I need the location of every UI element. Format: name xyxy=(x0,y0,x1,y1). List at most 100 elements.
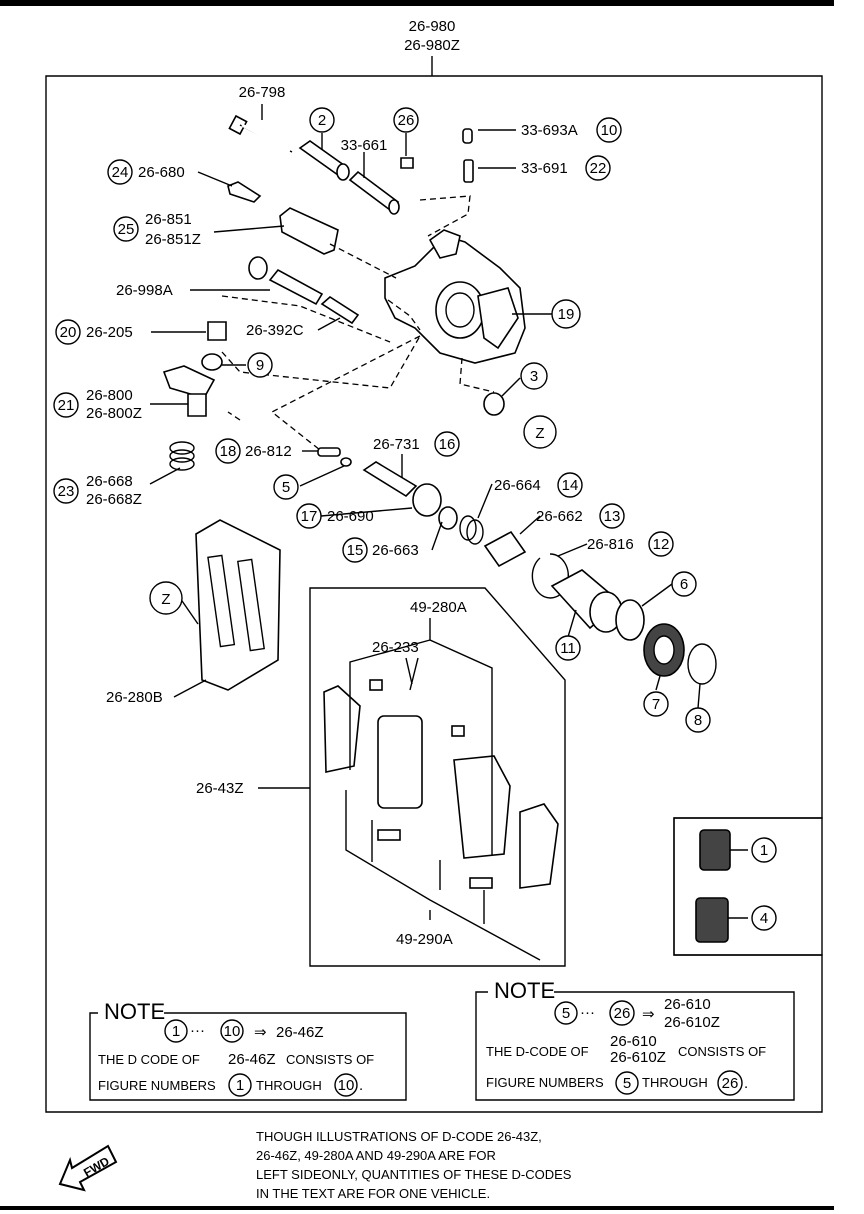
part-5-drawing xyxy=(340,457,352,467)
part-label-33-661: 33-661 xyxy=(341,137,388,154)
part-26-812-drawing xyxy=(317,447,341,457)
callout-9: 9 xyxy=(256,357,264,374)
part-label-26-851z: 26-851Z xyxy=(145,231,201,248)
footer-line-3: LEFT SIDEONLY, QUANTITIES OF THESE D-COD… xyxy=(256,1167,572,1182)
seal-6-drawing xyxy=(615,599,645,641)
ring-8-drawing xyxy=(687,643,717,685)
bolt-26-680-drawing xyxy=(227,181,262,203)
pad-kit-box xyxy=(309,587,566,967)
callout-1-inset: 1 xyxy=(760,842,768,859)
note-right-line2-b2: 26-610Z xyxy=(610,1049,666,1066)
part-label-26-392c: 26-392C xyxy=(246,322,304,339)
note-right-arrow: ⇒ xyxy=(642,1006,655,1023)
bolt-26-998a-drawing xyxy=(248,256,324,306)
shim-4-drawing xyxy=(695,897,729,943)
callout-6: 6 xyxy=(680,576,688,593)
part-label-26-800: 26-800 xyxy=(86,387,133,404)
note-left-dots: ··· xyxy=(190,1022,205,1039)
callout-26-top: 26 xyxy=(398,112,415,129)
part-label-26-43z: 26-43Z xyxy=(196,780,244,797)
callout-20: 20 xyxy=(60,324,77,341)
snap-ring-26-816-drawing xyxy=(531,553,570,599)
spring-26-664-drawing xyxy=(459,515,484,545)
top-rule xyxy=(0,0,834,6)
callout-7: 7 xyxy=(652,696,660,713)
bottom-rule xyxy=(0,1206,834,1210)
part-26-663-drawing xyxy=(438,506,458,530)
bolt-26-798-drawing xyxy=(228,114,293,153)
note-right-dots: ··· xyxy=(580,1004,595,1021)
note-left-line3-end: . xyxy=(359,1077,363,1094)
note-left-line3-to: 10 xyxy=(338,1077,355,1094)
part-label-26-668: 26-668 xyxy=(86,473,133,490)
callout-3: 3 xyxy=(530,368,538,385)
callout-24: 24 xyxy=(112,164,129,181)
assembly-code-1: 26-980 xyxy=(409,18,456,35)
part-9-drawing xyxy=(201,353,223,371)
note-left: NOTE 1 ··· 10 ⇒ 26-46Z THE D CODE OF 26-… xyxy=(89,998,407,1101)
sleeve-33-661-drawing xyxy=(348,170,400,215)
note-right-to: 26 xyxy=(614,1005,631,1022)
callout-23: 23 xyxy=(58,483,75,500)
note-right-line3-to: 26 xyxy=(722,1075,739,1092)
part-label-26-280b: 26-280B xyxy=(106,689,163,706)
sleeve-2-drawing xyxy=(298,140,350,181)
footer-line-1: THOUGH ILLUSTRATIONS OF D-CODE 26-43Z, xyxy=(256,1129,542,1144)
cap-26-drawing xyxy=(400,157,414,169)
note-left-line2-c: CONSISTS OF xyxy=(286,1052,374,1067)
note-right-line3-end: . xyxy=(744,1075,748,1092)
callout-10: 10 xyxy=(601,122,618,139)
part-26-205-drawing xyxy=(207,321,227,341)
note-right-line3-from: 5 xyxy=(623,1075,631,1092)
note-left-line3-b: THROUGH xyxy=(256,1078,322,1093)
dashed-lines xyxy=(221,195,495,451)
note-right-code-1: 26-610 xyxy=(664,996,711,1013)
note-right-line3-a: FIGURE NUMBERS xyxy=(486,1075,604,1090)
note-left-line3-from: 1 xyxy=(236,1077,244,1094)
part-label-49-290a: 49-290A xyxy=(396,931,453,948)
part-label-26-668z: 26-668Z xyxy=(86,491,142,508)
pin-26-392c-drawing xyxy=(320,296,360,325)
part-label-26-233: 26-233 xyxy=(372,639,419,656)
callout-13: 13 xyxy=(604,508,621,525)
caliper-body-drawing xyxy=(384,229,526,364)
part-label-26-680: 26-680 xyxy=(138,164,185,181)
spindle-26-731-drawing xyxy=(362,461,418,498)
bleeder-drawing xyxy=(462,128,474,183)
bracket-26-851-drawing xyxy=(279,207,339,255)
part-label-26-662: 26-662 xyxy=(536,508,583,525)
note-left-title: NOTE xyxy=(104,999,165,1024)
inset-box-1-4 xyxy=(673,817,823,956)
callout-14: 14 xyxy=(562,477,579,494)
part-label-33-691: 33-691 xyxy=(521,160,568,177)
callout-z-top: Z xyxy=(535,425,544,442)
note-right-line2-c: CONSISTS OF xyxy=(678,1044,766,1059)
note-left-line2-a: THE D CODE OF xyxy=(98,1052,200,1067)
part-label-26-812: 26-812 xyxy=(245,443,292,460)
note-left-line2-b: 26-46Z xyxy=(228,1051,276,1068)
part-26-662-drawing xyxy=(483,530,527,568)
part-label-26-800z: 26-800Z xyxy=(86,405,142,422)
fwd-arrow-icon: FWD xyxy=(58,1144,118,1192)
callout-5: 5 xyxy=(282,479,290,496)
support-bracket-26-280b-drawing xyxy=(195,519,281,691)
part-label-26-798: 26-798 xyxy=(239,84,286,101)
callout-z-left: Z xyxy=(161,591,170,608)
washer-26-690-drawing xyxy=(412,483,442,517)
note-right-code-2: 26-610Z xyxy=(664,1014,720,1031)
piston-11-drawing xyxy=(550,569,623,633)
callout-circles: 2 26 10 22 24 25 19 20 9 3 21 Z 16 18 5 … xyxy=(53,107,777,931)
note-left-to: 10 xyxy=(224,1023,241,1040)
note-right-line2-b1: 26-610 xyxy=(610,1033,657,1050)
footer-line-2: 26-46Z, 49-280A AND 49-290A ARE FOR xyxy=(256,1148,496,1163)
callout-25: 25 xyxy=(118,221,135,238)
part-label-26-731: 26-731 xyxy=(373,436,420,453)
part-label-33-693a: 33-693A xyxy=(521,122,578,139)
shim-1-drawing xyxy=(699,829,731,871)
part-label-26-663: 26-663 xyxy=(372,542,419,559)
callout-11: 11 xyxy=(560,640,576,657)
part-code-labels: 26-798 33-661 33-693A 33-691 26-680 26-8… xyxy=(86,84,634,948)
note-left-arrow: ⇒ xyxy=(254,1024,267,1041)
callout-12: 12 xyxy=(653,536,670,553)
